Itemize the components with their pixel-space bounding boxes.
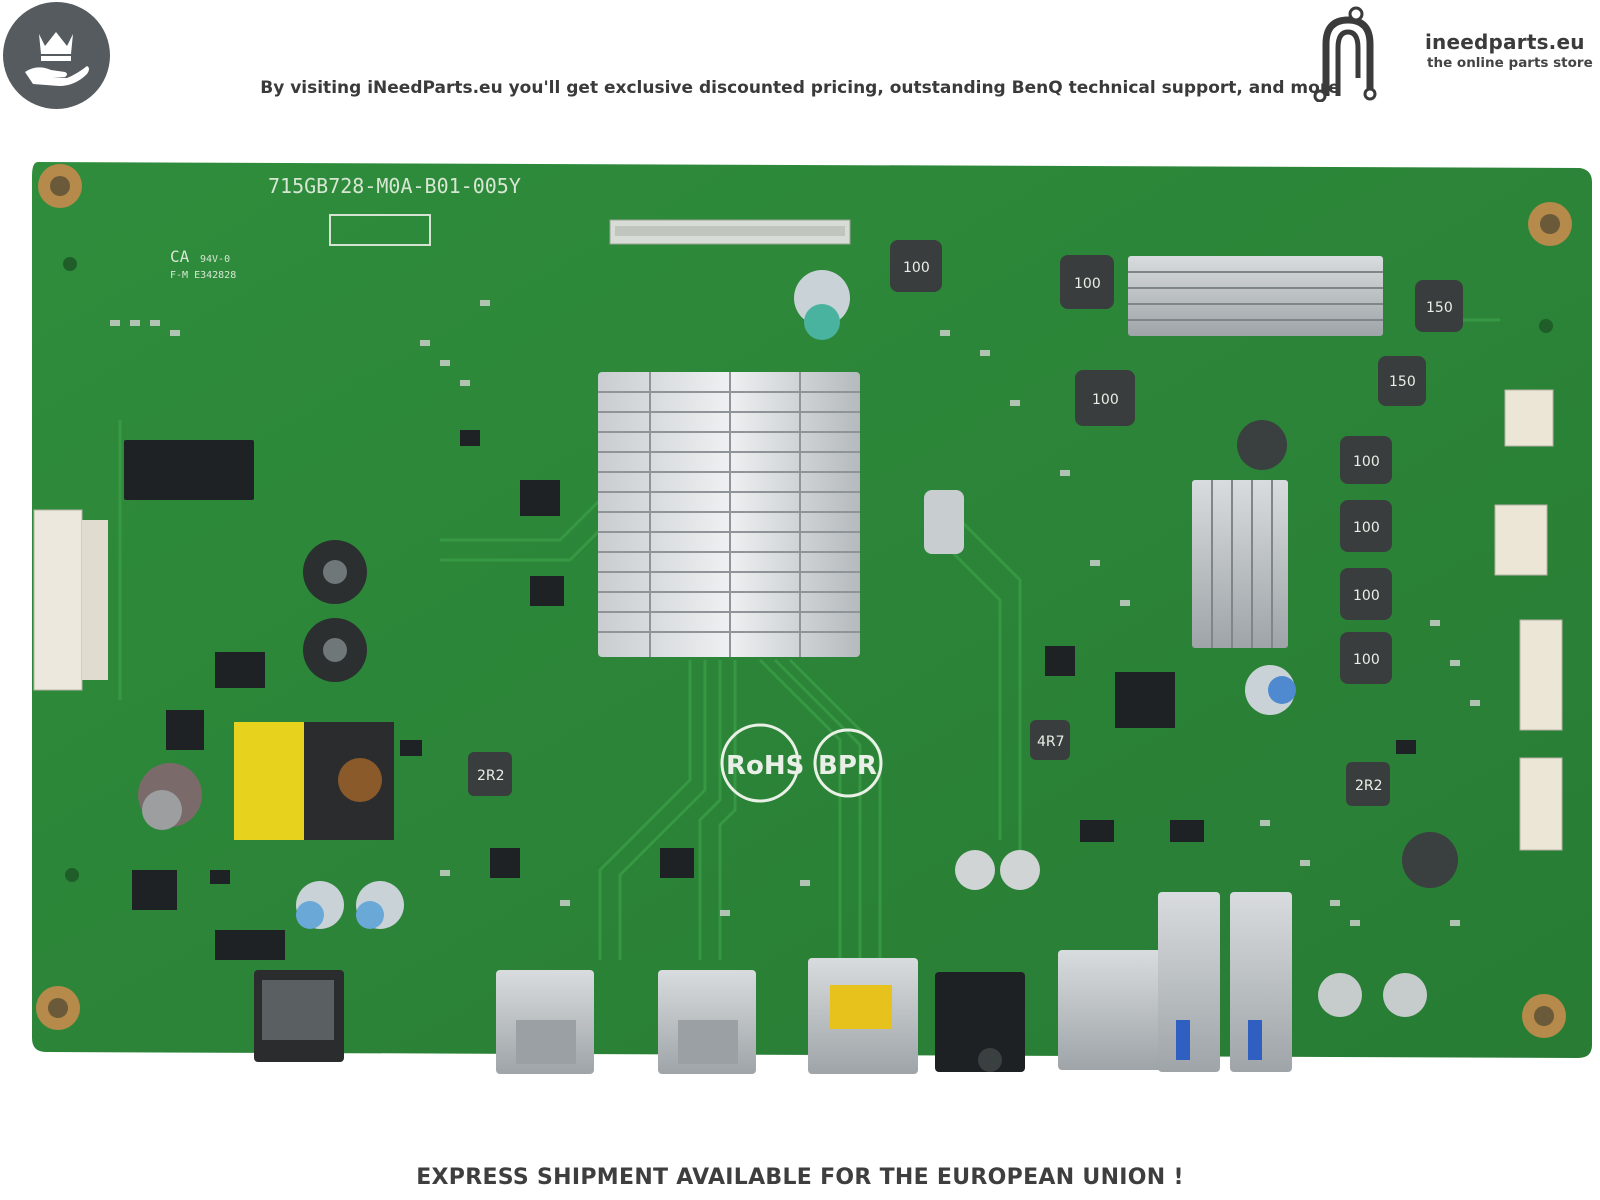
crown-hand-badge xyxy=(3,2,110,109)
pcb-board xyxy=(32,162,1592,1058)
right-connectors xyxy=(1494,389,1563,851)
bottom-ports xyxy=(254,892,1292,1074)
bpr-mark: BPR xyxy=(818,751,877,781)
svg-text:100: 100 xyxy=(1353,588,1380,604)
circuit-n-logo-icon xyxy=(1313,6,1377,102)
displayport xyxy=(808,958,918,1074)
svg-text:94V-0: 94V-0 xyxy=(200,254,230,265)
top-right-heatsink xyxy=(1128,256,1383,336)
capacitors xyxy=(138,270,1458,1017)
hdmi-port-2 xyxy=(658,970,756,1074)
svg-text:100: 100 xyxy=(1353,520,1380,536)
cert-marks xyxy=(720,723,883,803)
hdmi-port-1 xyxy=(496,970,594,1074)
brand-tagline: the online parts store xyxy=(1427,55,1593,71)
left-connector xyxy=(33,509,83,691)
main-heatsink xyxy=(598,372,860,657)
footer-notice: EXPRESS SHIPMENT AVAILABLE FOR THE EUROP… xyxy=(416,1165,1184,1190)
mounting-holes xyxy=(36,164,1572,1038)
audio-jack xyxy=(935,972,1025,1072)
pcb-traces xyxy=(118,318,1500,960)
lvds-connector xyxy=(609,219,851,245)
svg-text:150: 150 xyxy=(1389,374,1416,390)
usb-a-port-2 xyxy=(1230,892,1292,1072)
svg-text:4R7: 4R7 xyxy=(1037,734,1065,750)
svg-text:100: 100 xyxy=(1092,392,1119,408)
svg-text:100: 100 xyxy=(1074,276,1101,292)
svg-text:2R2: 2R2 xyxy=(477,768,505,784)
inductor-labels: 100 100 100 150 150 100 100 100 100 2R2 2R2 4… xyxy=(477,260,1453,794)
svg-text:CA: CA xyxy=(170,247,190,266)
inductors xyxy=(468,240,1463,806)
transformer xyxy=(234,722,394,840)
usb-a-port-1 xyxy=(1158,892,1220,1072)
svg-text:100: 100 xyxy=(1353,652,1380,668)
chips xyxy=(124,440,1175,960)
mid-right-heatsink xyxy=(1192,480,1288,648)
brand-name: ineedparts.eu xyxy=(1425,30,1585,54)
svg-text:100: 100 xyxy=(903,260,930,276)
rohs-mark: RoHS xyxy=(726,751,804,781)
power-jack xyxy=(254,970,344,1062)
header-tagline: By visiting iNeedParts.eu you'll get exc… xyxy=(260,78,1340,98)
svg-text:F-M E342828: F-M E342828 xyxy=(170,270,236,281)
svg-text:100: 100 xyxy=(1353,454,1380,470)
board-part-number: 715GB728-M0A-B01-005Y xyxy=(268,174,521,198)
svg-text:2R2: 2R2 xyxy=(1355,778,1383,794)
crystal xyxy=(924,490,964,554)
usb-b-port xyxy=(1058,950,1168,1070)
small-ics xyxy=(210,430,1416,884)
svg-text:150: 150 xyxy=(1426,300,1453,316)
smd-components xyxy=(110,300,1480,926)
crown-hand-icon xyxy=(25,32,89,86)
